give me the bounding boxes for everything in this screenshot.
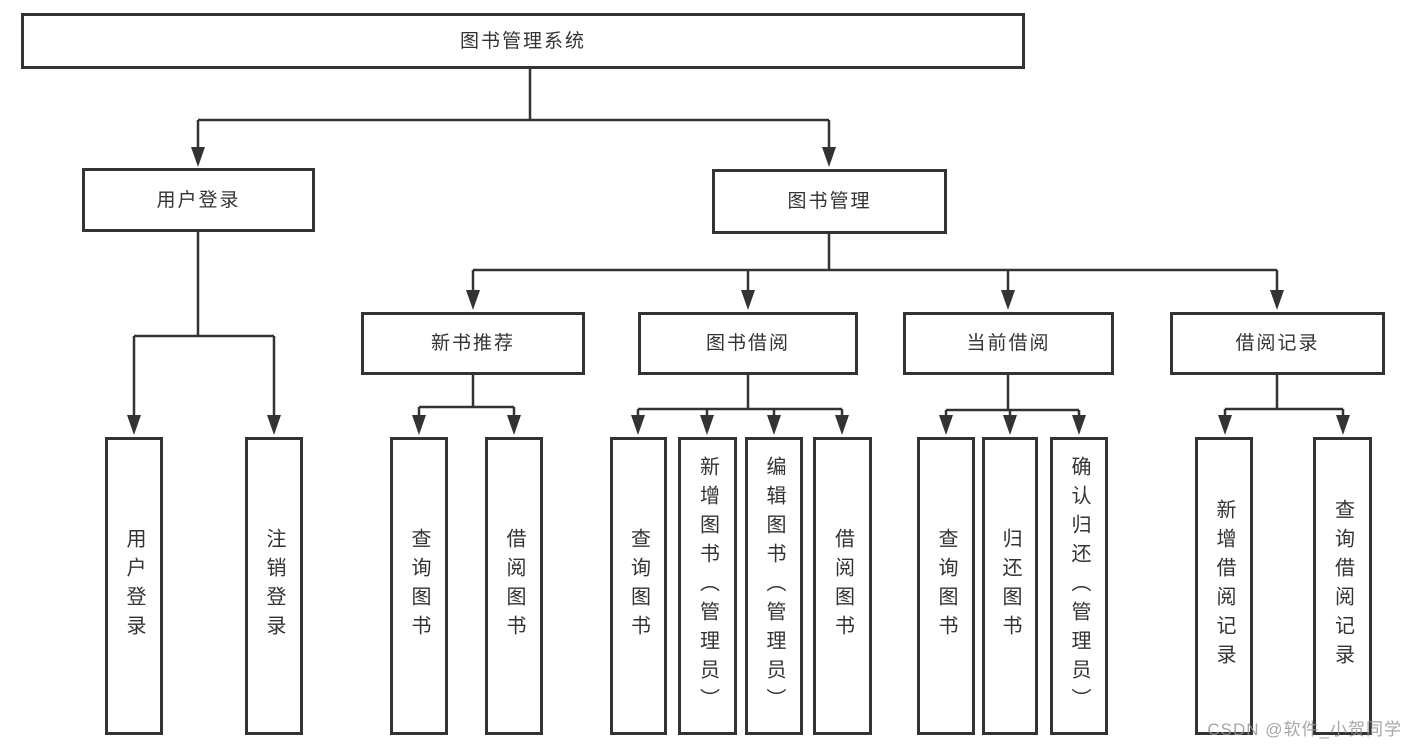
arrowhead xyxy=(939,415,953,435)
arrowhead xyxy=(267,415,281,435)
csdn-watermark: CSDN @软件_小贺同学 xyxy=(1207,720,1402,739)
leaf-borrow-edit-books-admin: 编辑图书（管理员） xyxy=(745,437,803,735)
node-label: 新书推荐 xyxy=(430,333,515,354)
node-label: 新增图书（管理员） xyxy=(696,455,719,717)
arrowhead xyxy=(1270,290,1284,310)
arrowhead xyxy=(1336,415,1350,435)
line-borrow-to-leaves xyxy=(636,375,844,417)
arrowhead xyxy=(1072,415,1086,435)
node-label: 图书管理 xyxy=(787,191,872,212)
node-new-book-recommend: 新书推荐 xyxy=(361,312,585,375)
leaf-recommend-query-books: 查询图书 xyxy=(390,437,448,735)
arrowhead xyxy=(767,415,781,435)
node-label: 借阅图书 xyxy=(503,528,525,644)
node-label: 借阅记录 xyxy=(1235,333,1320,354)
node-label: 查询图书 xyxy=(935,528,957,644)
line-recommend-to-leaves xyxy=(417,375,516,417)
arrowhead xyxy=(412,415,426,435)
node-label: 编辑图书（管理员） xyxy=(763,455,785,717)
leaf-borrow-add-books-admin: 新增图书（管理员） xyxy=(678,437,737,735)
arrowhead xyxy=(466,290,480,310)
node-user-login: 用户登录 xyxy=(82,168,315,232)
node-root: 图书管理系统 xyxy=(21,13,1025,69)
leaf-current-confirm-return-admin: 确认归还（管理员） xyxy=(1050,437,1108,735)
arrowhead xyxy=(1001,290,1015,310)
node-label: 查询图书 xyxy=(627,528,650,644)
node-label: 确认归还（管理员） xyxy=(1068,455,1090,717)
leaf-user-login: 用户登录 xyxy=(105,437,163,735)
node-label: 查询借阅记录 xyxy=(1331,499,1354,673)
node-label: 图书借阅 xyxy=(705,333,790,354)
arrowhead xyxy=(741,290,755,310)
leaf-borrow-borrow-books: 借阅图书 xyxy=(813,437,872,735)
arrowheads xyxy=(127,147,1350,435)
arrowhead xyxy=(631,415,645,435)
arrowhead xyxy=(507,415,521,435)
arrowhead xyxy=(1218,415,1232,435)
node-book-management: 图书管理 xyxy=(712,169,947,234)
arrowhead xyxy=(700,415,714,435)
node-borrow-records: 借阅记录 xyxy=(1170,312,1385,375)
node-book-borrow: 图书借阅 xyxy=(638,312,858,375)
leaf-records-query-record: 查询借阅记录 xyxy=(1313,437,1372,735)
line-root-to-level2 xyxy=(196,69,831,149)
line-login-to-leaves xyxy=(132,232,276,417)
node-label: 借阅图书 xyxy=(831,528,854,644)
leaf-borrow-query-books: 查询图书 xyxy=(610,437,667,735)
arrowhead xyxy=(1003,415,1017,435)
arrowhead xyxy=(835,415,849,435)
node-label: 用户登录 xyxy=(123,528,145,644)
line-records-to-leaves xyxy=(1223,375,1345,417)
leaf-records-add-record: 新增借阅记录 xyxy=(1195,437,1253,735)
line-management-to-level3 xyxy=(471,234,1279,292)
node-label: 查询图书 xyxy=(408,528,430,644)
leaf-current-query-books: 查询图书 xyxy=(917,437,975,735)
node-label: 注销登录 xyxy=(263,528,285,644)
node-current-borrow: 当前借阅 xyxy=(903,312,1114,375)
node-label: 归还图书 xyxy=(999,528,1021,644)
leaf-current-return-books: 归还图书 xyxy=(982,437,1038,735)
node-label: 新增借阅记录 xyxy=(1213,499,1235,673)
node-label: 图书管理系统 xyxy=(459,30,586,52)
node-label: 用户登录 xyxy=(156,189,241,211)
arrowhead xyxy=(191,147,205,167)
leaf-recommend-borrow-books: 借阅图书 xyxy=(485,437,543,735)
arrowhead xyxy=(822,147,836,167)
connector-paths xyxy=(132,69,1345,417)
arrowhead xyxy=(127,415,141,435)
line-current-to-leaves xyxy=(944,375,1081,417)
leaf-logout: 注销登录 xyxy=(245,437,303,735)
node-label: 当前借阅 xyxy=(966,333,1051,354)
